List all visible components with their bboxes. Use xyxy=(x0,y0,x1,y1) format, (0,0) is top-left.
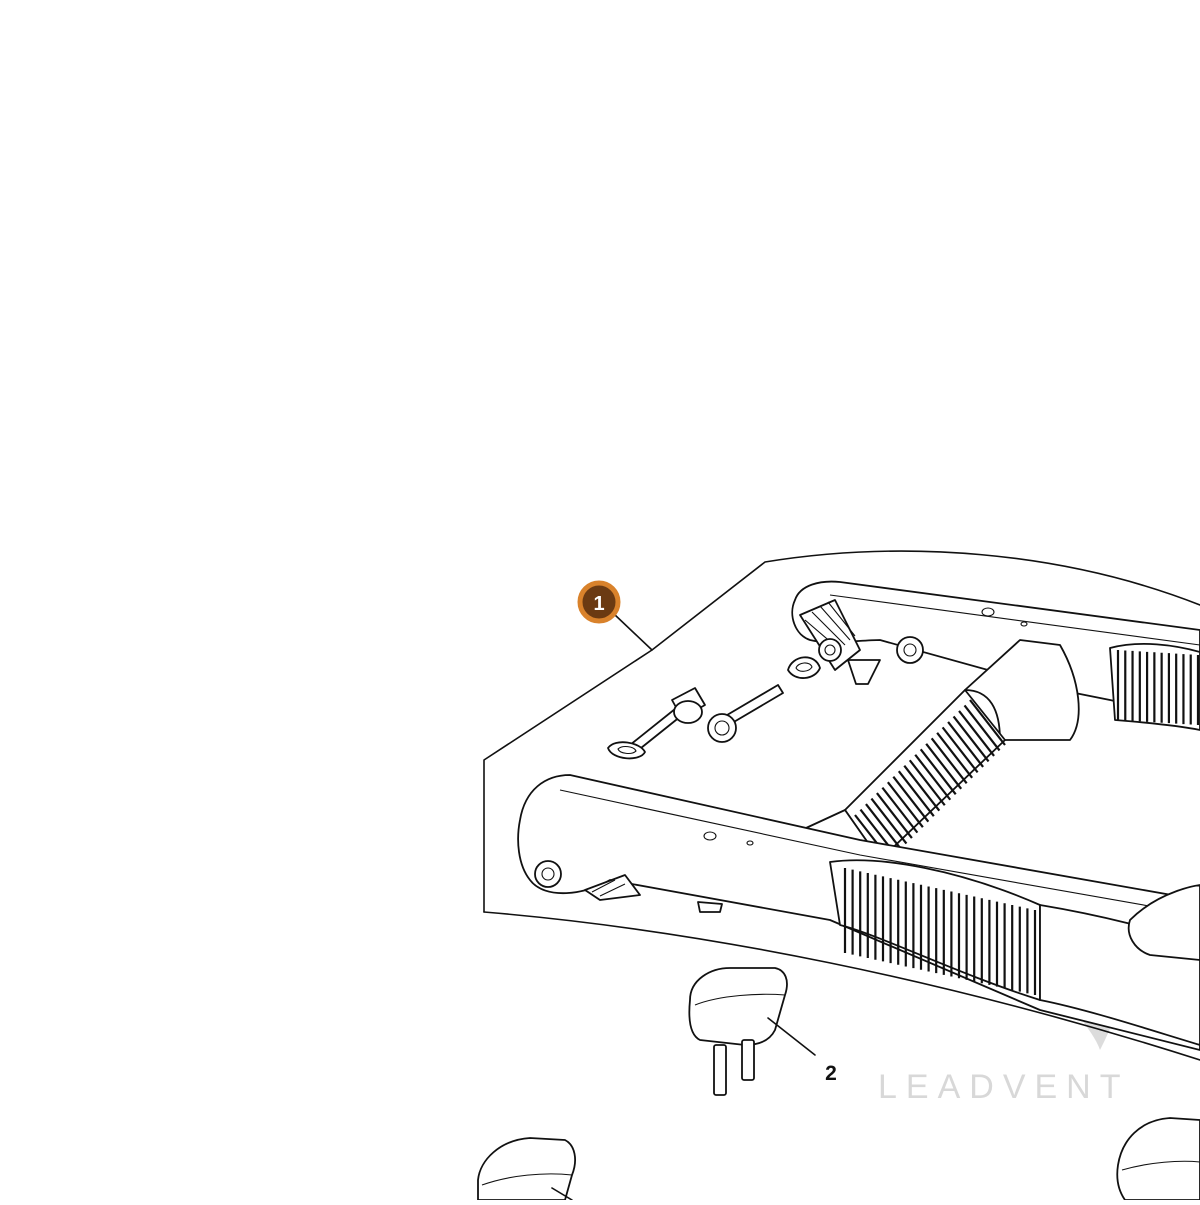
grip-rib xyxy=(908,759,946,806)
grip-rib xyxy=(886,781,924,828)
callout-lower-left-leader xyxy=(551,1187,573,1201)
grip-rib xyxy=(903,765,941,812)
callout-1-leader xyxy=(613,613,653,651)
washer-right xyxy=(787,656,821,679)
watermark-text: LEADVENT xyxy=(878,1068,1130,1106)
grip-rib xyxy=(936,732,974,779)
callout-1[interactable]: 1 xyxy=(577,580,621,624)
grip-rib xyxy=(870,797,908,845)
grip-rib xyxy=(881,786,919,834)
rubber-foot-lower-right xyxy=(1116,1117,1200,1201)
grip-rib xyxy=(925,743,963,790)
grip-rib xyxy=(947,721,984,768)
mounting-panel-outline xyxy=(483,550,1200,1061)
callout-1-label: 1 xyxy=(593,593,604,615)
callout-2-label[interactable]: 2 xyxy=(825,1062,837,1085)
grip-rib xyxy=(941,726,979,774)
rear-ribbed-grip xyxy=(1109,643,1200,731)
front-ribbed-grip xyxy=(829,859,1200,1046)
grip-rib xyxy=(914,754,952,801)
grip-rib xyxy=(952,715,990,763)
grip-rib xyxy=(963,704,1001,752)
grip-rib xyxy=(958,710,995,757)
bolt-left xyxy=(629,687,706,753)
grip-rib xyxy=(930,737,968,785)
callout-2-leader xyxy=(767,1017,816,1056)
grip-rib xyxy=(892,775,930,823)
callout-1-badge[interactable] xyxy=(577,580,621,624)
washer-left xyxy=(607,741,646,760)
rubber-foot-lower-left xyxy=(477,1137,576,1201)
grip-rib xyxy=(865,803,902,850)
grip-rib xyxy=(969,699,1006,746)
bolt-right xyxy=(707,684,784,743)
rubber-foot-part xyxy=(688,967,788,1096)
grip-rib xyxy=(876,792,913,839)
grip-rib xyxy=(919,748,957,795)
grip-rib xyxy=(897,770,935,817)
